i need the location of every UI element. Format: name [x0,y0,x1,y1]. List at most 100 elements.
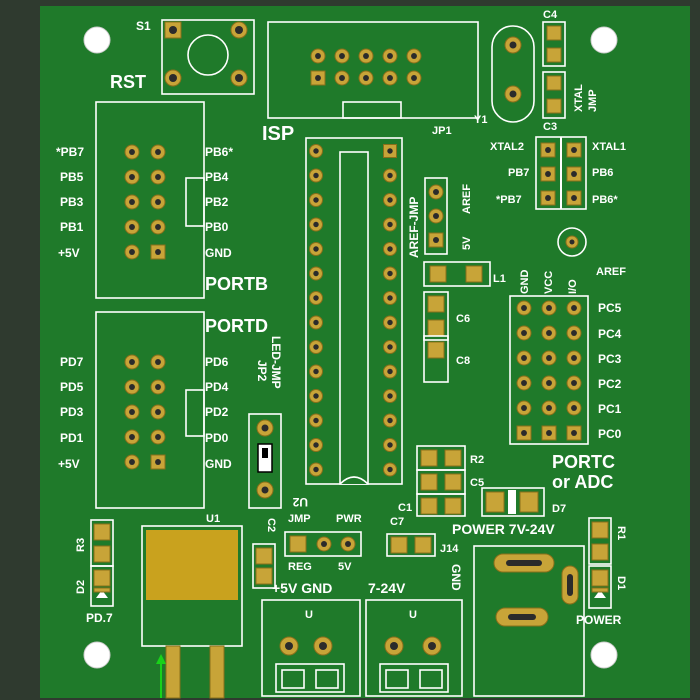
u2-pin-drill [387,417,393,424]
label-pc0: PC0 [598,427,622,441]
capacitor-c7[interactable] [386,533,436,557]
diode-d7[interactable] [481,487,545,517]
label-pb2: PB2 [205,195,229,209]
label-pc4: PC4 [598,327,622,341]
xtal-jumper-pin-drill [545,171,551,177]
u2-pin-drill [387,172,393,179]
capacitor-c3[interactable] [542,71,566,119]
xtal-jumper-block[interactable] [535,136,587,210]
crystal-y1[interactable] [491,25,535,123]
label-pb0: PB0 [205,220,229,234]
capacitor-c6[interactable] [423,291,449,341]
mounting-hole-top-left [83,26,111,54]
portb-header[interactable] [95,101,205,299]
u2-pin-drill [387,197,393,203]
portd-pin-drill [155,409,161,415]
portd-header[interactable] [95,311,205,509]
u2-pin-drill [313,442,319,448]
portc-pin-drill [546,355,552,361]
dc-power-jack[interactable] [473,545,585,697]
isp-header-jp1[interactable] [267,21,479,119]
label-pd2: PD2 [205,405,229,419]
label-isp: ISP [262,123,294,145]
power-select-jumper[interactable] [284,531,362,557]
label-l1: L1 [493,273,506,285]
portb-pin-drill [155,174,161,180]
label-u2: U2 [292,495,308,509]
portc-pin-drill [521,405,527,411]
label-io-vertical: I/O [567,279,579,294]
label-xtal1: XTAL1 [592,141,626,153]
capacitor-c8[interactable] [423,335,449,383]
led-d2[interactable] [90,565,114,607]
aref-jumper[interactable] [424,177,448,255]
label-c7: C7 [390,516,404,528]
inductor-l1[interactable] [423,261,491,287]
u2-pin-drill [313,197,319,203]
led-d1[interactable] [588,565,612,609]
portd-pin-drill [129,459,135,465]
label-xtal: XTAL [573,84,585,112]
portc-pin-drill [571,430,577,436]
label-c3: C3 [543,121,557,133]
capacitor-c1[interactable] [416,493,466,517]
reset-switch-s1[interactable] [161,19,255,95]
u2-pin-drill [387,148,393,154]
isp-pin-drill [339,75,345,81]
aref-test-point[interactable] [557,227,587,257]
label-aref-vertical: AREF [461,184,473,214]
portc-pin-drill [571,380,577,386]
terminal-block-7-24v[interactable] [365,599,463,697]
terminal-1-marker: U [305,609,313,621]
label-s1: S1 [136,19,151,33]
label-pd7: PD7 [60,355,84,369]
label-gnd-portd: GND [205,457,232,471]
portc-pin-drill [546,305,552,311]
label-jp2: JP2 [255,360,269,382]
led-jumper-jp2[interactable] [248,413,282,509]
label-pd0: PD0 [205,431,229,445]
label-pc5: PC5 [598,301,622,315]
label-aref-right: AREF [596,266,626,278]
u2-pin-drill [313,368,319,375]
u2-pin-drill [387,295,393,301]
u2-pin-drill [387,270,393,277]
voltage-regulator-u1[interactable] [141,525,243,699]
label-u1: U1 [206,513,220,525]
portb-pin-drill [129,174,135,180]
microcontroller-u2-dip[interactable] [305,137,403,485]
label-j14: J14 [440,543,459,555]
resistor-r1[interactable] [588,517,612,565]
label-pd3: PD3 [60,405,84,419]
xtal-jumper-pin-drill [571,147,577,153]
portc-pin-drill [521,380,527,386]
portc-header[interactable] [509,295,589,445]
label-pwr: PWR [336,513,362,525]
label-pd7-bottom: PD.7 [86,611,113,625]
capacitor-c2[interactable] [252,543,276,589]
label-reg: REG [288,561,312,573]
portc-pin-drill [571,355,577,361]
capacitor-c4[interactable] [542,21,566,67]
label-jp1: JP1 [432,125,452,137]
u2-pin-drill [313,295,319,301]
u2-pin-drill [387,246,393,252]
isp-pin-drill [387,75,393,81]
label-c1: C1 [398,502,412,514]
u2-pin-drill [313,270,319,277]
portd-pin-drill [155,384,161,390]
xtal-jumper-pin-drill [571,171,577,177]
portd-pin-drill [155,459,161,465]
label-pd1: PD1 [60,431,84,445]
label-d7: D7 [552,503,566,515]
label-gnd-jumper: GND [449,564,463,591]
u2-pin-drill [313,466,319,473]
u2-pin-drill [387,319,393,326]
label-pb5: PB5 [60,170,84,184]
portc-pin-drill [521,430,527,436]
label-pd4: PD4 [205,380,229,394]
label-or-adc: or ADC [552,472,613,492]
terminal-block-5v[interactable] [261,599,361,697]
u2-pin-drill [313,344,319,350]
